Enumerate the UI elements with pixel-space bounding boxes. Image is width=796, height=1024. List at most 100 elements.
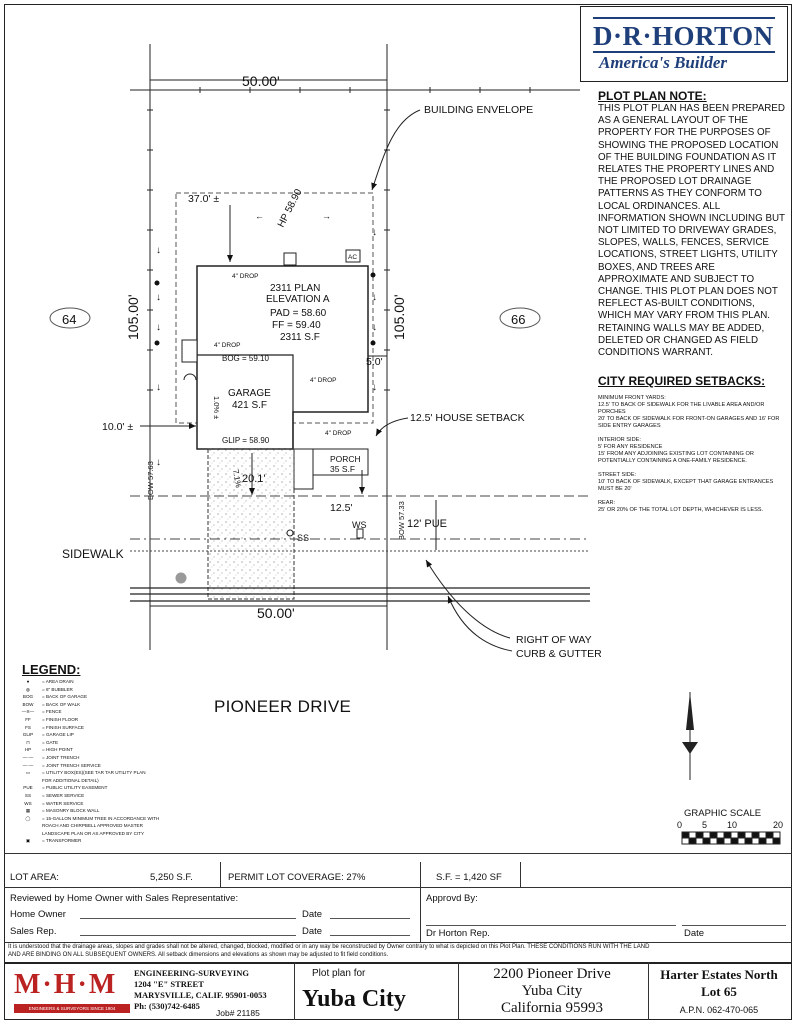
drainage-arrows: ↓↓↓↓↓ ↓↓↓↓ (156, 227, 377, 468)
garage-sf-label: 421 S.F (232, 400, 267, 411)
legend-symbol: SS (24, 792, 32, 798)
legend-text: LANDSCAPE PLAN OR AS APPROVED BY CITY (42, 830, 145, 836)
hp-arrow-right: → (322, 211, 331, 221)
legend-text: = BACK OF GARAGE (42, 694, 88, 700)
stats-divider-2 (420, 862, 421, 887)
legend-text: = FENCE (42, 709, 62, 715)
legend-item: —·—= JOINT TRENCH SERVICE (14, 762, 204, 770)
legend-symbol: WS (24, 800, 32, 806)
job-number: Job# 21185 (216, 1008, 260, 1018)
legend-text: = BACK OF WALK (42, 701, 81, 707)
driveway (207, 448, 295, 600)
square-footage: S.F. = 1,420 SF (436, 872, 502, 883)
sales-rep-signature-line[interactable] (80, 935, 296, 936)
left-depth-label: 105.00' (125, 295, 141, 341)
utility-box (283, 252, 297, 266)
property-lines (130, 44, 580, 650)
home-owner-date-label: Date (302, 909, 323, 920)
setbacks-body: MINIMUM FRONT YARDS: 12.5' TO BACK OF SI… (598, 395, 786, 521)
graphic-scale-bar (681, 831, 781, 845)
left-side-setback-label: 10.0' ± (102, 421, 133, 433)
home-owner-date-line[interactable] (330, 918, 410, 919)
legend-symbol: HP (24, 747, 32, 753)
address-line-2: Yuba City (521, 983, 583, 999)
legend-item: LANDSCAPE PLAN OR AS APPROVED BY CITY (14, 830, 204, 838)
rear-rule: 25' OR 20% OF THE TOTAL LOT DEPTH, WHICH… (598, 507, 764, 513)
approver-signature-line[interactable] (426, 925, 676, 926)
legend-symbol: ⊓ (26, 739, 30, 745)
legend-item: HP= HIGH POINT (14, 746, 204, 754)
house-line-2: ELEVATION A (266, 294, 330, 305)
logo-tagline: America's Builder (599, 53, 727, 72)
lot-66-label: 66 (511, 312, 525, 327)
legend-text: = FINISH SURFACE (42, 724, 84, 730)
rear-heading: REAR: (598, 500, 616, 506)
legend-item: BOW= BACK OF WALK (14, 701, 204, 709)
lot-number: Lot 65 (701, 984, 737, 999)
legend-item: ◯= 15-GALLON MINIMUM TREE IN ACCORDANCE … (14, 815, 204, 823)
stats-divider-3 (520, 862, 521, 887)
street-name: PIONEER DRIVE (214, 697, 352, 716)
porch-outline (312, 448, 369, 476)
curb-gutter-label: CURB & GUTTER (516, 648, 602, 660)
back-of-garage-label: BOG = 59.10 (222, 354, 269, 363)
lot-64-label: 64 (62, 312, 76, 327)
plot-plan-drawing: 50.00' BUILDING ENVELOPE 37.0' ± HP 58.9… (49, 44, 783, 845)
legend-symbol: FS (25, 724, 31, 730)
area-drains (154, 272, 376, 346)
project-info: Harter Estates North Lot 65 (652, 966, 786, 1000)
home-owner-signature-line[interactable] (80, 918, 296, 919)
legend-symbol: ▣ (25, 838, 31, 844)
front-yards-rule-1: 12.5' TO BACK OF SIDEWALK FOR THE LIVABL… (598, 402, 765, 415)
legend-symbol (14, 777, 42, 785)
legend-item: ●= AREA DRAIN (14, 678, 204, 686)
drainage-disclaimer: It is understood that the drainage areas… (8, 944, 788, 959)
driveway-length-label: 20.1' (242, 473, 266, 485)
approver-date-label: Date (684, 928, 705, 939)
logo-rule-top (593, 17, 775, 19)
legend-item: ▦= MASONRY BLOCK WALL (14, 807, 204, 815)
site-address: 2200 Pioneer Drive Yuba City California … (462, 966, 642, 1017)
curb-gutter-leader (447, 595, 513, 652)
scale-tick-5: 5 (702, 820, 707, 830)
assessor-parcel-number: A.P.N. 062-470-065 (679, 1005, 759, 1015)
garage-outline (197, 354, 294, 449)
mhm-tagline: ENGINEERS & SURVEYORS SINCE 1904 (14, 1004, 130, 1013)
scale-tick-0: 0 (677, 820, 682, 830)
legend-text: = 15-GALLON MINIMUM TREE IN ACCORDANCE W… (42, 815, 160, 821)
legend-text: = TRANSFORMER (42, 838, 82, 844)
approved-by-label: Approvd By: (426, 893, 478, 904)
permit-lot-coverage: PERMIT LOT COVERAGE: 27% (228, 872, 366, 883)
legend-item: PUE= PUBLIC UTILITY EASEMENT (14, 784, 204, 792)
porch-sf-label: 35 S.F (330, 464, 355, 474)
sewer-service-label: SS (297, 533, 309, 543)
house-line-3: PAD = 58.60 (270, 308, 327, 319)
street-side-rule: 10' TO BACK OF SIDEWALK, EXCEPT THAT GAR… (598, 479, 774, 492)
garage-slope-label: 1.0% ± (212, 396, 221, 419)
legend-item: ◍= 6" BUBBLER (14, 686, 204, 694)
svg-text:↓: ↓ (156, 245, 161, 256)
sales-rep-date-line[interactable] (330, 935, 410, 936)
front-yards-rule-2: 20' TO BACK OF SIDEWALK FOR FRONT-ON GAR… (598, 416, 780, 429)
building-envelope-outline (175, 192, 374, 424)
stats-top-rule (4, 853, 792, 854)
drop-label-porch: 4" DROP (325, 430, 352, 437)
right-depth-label: 105.00' (391, 295, 407, 341)
firm-name: ENGINEERING-SURVEYING (134, 968, 249, 978)
front-yards-heading: MINIMUM FRONT YARDS: (598, 395, 666, 401)
building-envelope-label: BUILDING ENVELOPE (424, 104, 533, 116)
plot-plan-note-body: THIS PLOT PLAN HAS BEEN PREPARED AS A GE… (598, 103, 785, 359)
legend-text: = 6" BUBBLER (42, 686, 73, 692)
signoff-bottom-rule (4, 942, 792, 943)
svg-text:↓: ↓ (372, 322, 377, 333)
logo-brand: D·R·HORTON (593, 21, 774, 51)
svg-text:↓: ↓ (372, 382, 377, 393)
approver-date-line[interactable] (682, 925, 786, 926)
signoff-divider (420, 887, 421, 942)
svg-text:↓: ↓ (156, 457, 161, 468)
legend-text: = FINISH FLOOR (42, 716, 79, 722)
legend-title: LEGEND: (22, 662, 81, 677)
legend-symbol: FF (25, 716, 31, 722)
reviewed-by-text: Reviewed by Home Owner with Sales Repres… (10, 893, 239, 904)
